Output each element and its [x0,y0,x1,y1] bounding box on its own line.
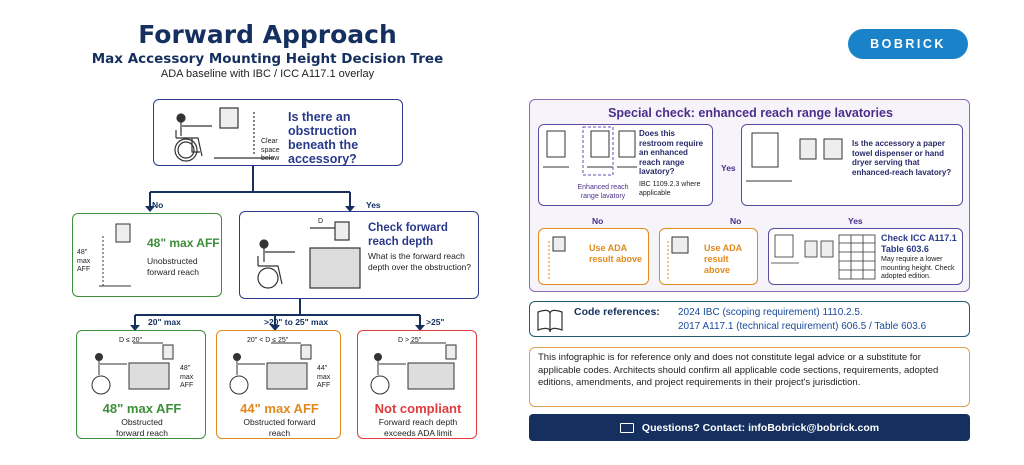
special-check-panel: Special check: enhanced reach range lava… [529,99,970,292]
result-44-illustration [229,342,312,395]
use-ada-text-2: Use ADA result above [704,243,742,275]
result-44-dim-top: 20" < D ≤ 25" [247,337,289,344]
use-ada-box-2: Use ADA result above [659,228,758,285]
brand-logo: BOBRICK [848,29,968,59]
reach-depth-desc: What is the forward reach depth over the… [368,251,472,272]
check-icc-title: Check ICC A117.1 Table 603.6 [881,233,957,254]
disclaimer-text: This infographic is for reference only a… [538,352,939,388]
result-44-dim-side: 44" max AFF [317,365,331,389]
envelope-icon [619,422,634,433]
code-references-box: Code references: 2024 IBC (scoping requi… [529,301,970,337]
unobstructed-desc: Unobstructed forward reach [147,256,199,277]
page-tagline: ADA baseline with IBC / ICC A117.1 overl… [160,68,375,80]
result-48-height: 48" max AFF [102,401,182,416]
result-48-box: D ≤ 20" 48" max AFF 48" max AFF Obstruct… [76,330,206,439]
code-reference-a117: 2017 A117.1 (technical requirement) 606.… [678,321,927,332]
obstruction-question-box: Clear space below Is there an obstructio… [153,99,403,166]
unobstructed-dim-label: 48" max AFF [77,249,91,273]
use-ada-box-1: Use ADA result above [538,228,649,285]
result-48-illustration [91,342,174,395]
result-44-box: 20" < D ≤ 25" 44" max AFF 44" max AFF Ob… [216,330,341,439]
lavatory-dispenser-illustration [746,132,843,182]
branch-20-label: 20" max [148,317,181,327]
dispenser-question: Is the accessory a paper towel dispenser… [852,139,952,177]
not-compliant-illustration [370,342,457,395]
special-yes2-label: Yes [848,216,863,226]
use-ada-text-1: Use ADA result above [589,243,643,264]
check-icc-desc: May require a lower mounting height. Che… [881,256,955,280]
page-subtitle: Max Accessory Mounting Height Decision T… [91,51,444,67]
disclaimer-box: This infographic is for reference only a… [529,347,970,407]
not-compliant-title: Not compliant [374,401,462,416]
special-check-title: Special check: enhanced reach range lava… [608,106,893,120]
lavatory-options-illustration [543,126,637,176]
reach-depth-illustration [257,221,361,289]
result-48-desc: Obstructed forward reach [116,417,168,438]
unobstructed-dispenser-illustration [99,223,131,287]
result-48-dim-side: 48" max AFF [180,365,194,389]
ada-dispenser-icon [548,236,566,279]
obstruction-question: Is there an obstruction beneath the acce… [288,110,359,166]
special-yes-label: Yes [721,163,736,173]
contact-bar[interactable]: Questions? Contact: infoBobrick@bobrick.… [529,414,970,441]
branch-25-label: >25" [426,317,445,327]
unobstructed-result-box: 48" max AFF 48" max AFF Unobstructed for… [72,213,222,297]
ada-hand-dryer-icon [667,236,689,279]
code-references-label: Code references: [574,306,660,318]
not-compliant-box: D > 25" Not compliant Forward reach dept… [357,330,477,439]
reach-depth-dim-label: D [318,218,324,225]
reach-depth-question: Check forward reach depth [368,222,448,248]
enhanced-reach-question: Does this restroom require an enhanced r… [639,129,704,176]
wheelchair-reach-illustration [174,107,274,162]
not-compliant-desc: Forward reach depth exceeds ADA limit [378,417,458,438]
icc-table-illustration [771,234,876,280]
result-44-desc: Obstructed forward reach [243,417,316,438]
contact-text[interactable]: Questions? Contact: infoBobrick@bobrick.… [641,421,880,434]
code-reference-ibc: 2024 IBC (scoping requirement) 1110.2.5. [678,307,863,318]
not-compliant-dim-top: D > 25" [398,337,422,344]
clear-space-label: Clear space below [261,138,280,162]
unobstructed-height: 48" max AFF [147,236,220,250]
dispenser-question-box: Is the accessory a paper towel dispenser… [741,124,963,206]
book-icon [537,309,563,333]
result-48-dim-top: D ≤ 20" [119,337,143,344]
special-no2-label: No [730,216,742,226]
result-44-height: 44" max AFF [240,401,319,416]
page-title: Forward Approach [138,20,397,49]
special-no1-label: No [592,216,604,226]
enhanced-lavatory-caption: Enhanced reach range lavatory [577,184,629,200]
reach-depth-question-box: D Check forward reach depth What is the … [239,211,479,299]
check-icc-box: Check ICC A117.1 Table 603.6 May require… [768,228,963,285]
enhanced-reach-note: IBC 1109.2.3 where applicable [639,181,701,197]
branch-20-25-label: >20" to 25" max [264,317,329,327]
enhanced-reach-question-box: Enhanced reach range lavatory Does this … [538,124,713,206]
branch-no-label: No [152,200,164,210]
branch-yes-label: Yes [366,200,381,210]
